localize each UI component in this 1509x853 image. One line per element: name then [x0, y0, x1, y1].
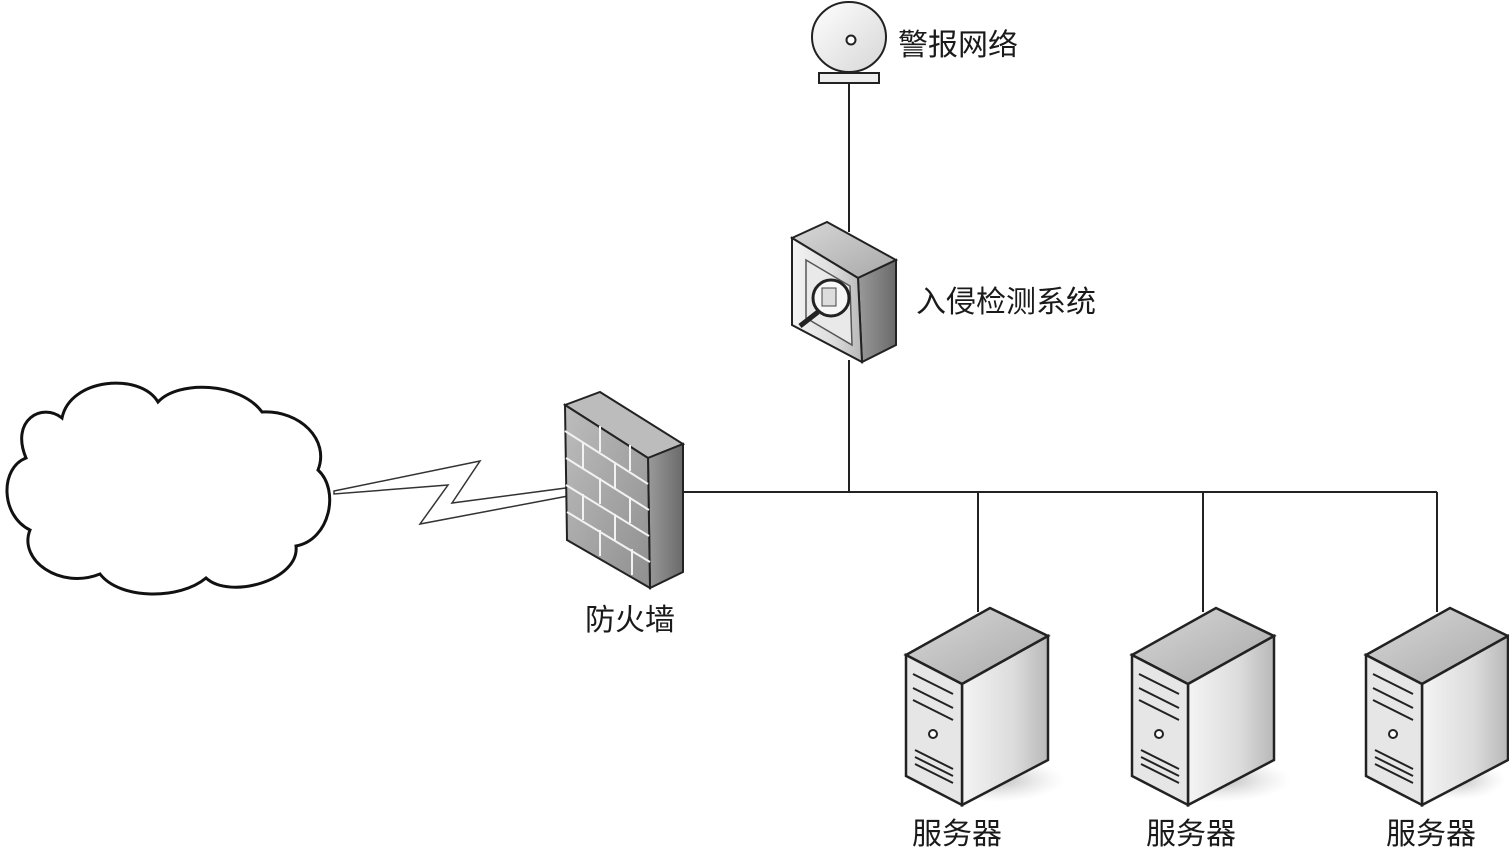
server-1-icon — [903, 606, 1065, 808]
server-label-1: 服务器 — [912, 817, 1002, 852]
internet-cloud-icon — [5, 381, 332, 596]
firewall-label: 防火墙 — [585, 603, 675, 638]
firewall-icon — [562, 390, 686, 590]
server-3-icon — [1363, 606, 1509, 808]
connection-lines — [682, 84, 1438, 612]
server-2-icon — [1129, 606, 1291, 808]
alarm-network-label: 警报网络 — [898, 28, 1018, 63]
ids-label: 入侵检测系统 — [916, 285, 1096, 320]
server-label-3: 服务器 — [1386, 817, 1476, 852]
alarm-icon — [811, 1, 887, 84]
ids-icon — [789, 220, 899, 364]
lightning-link-icon — [333, 459, 569, 526]
server-label-2: 服务器 — [1146, 817, 1236, 852]
